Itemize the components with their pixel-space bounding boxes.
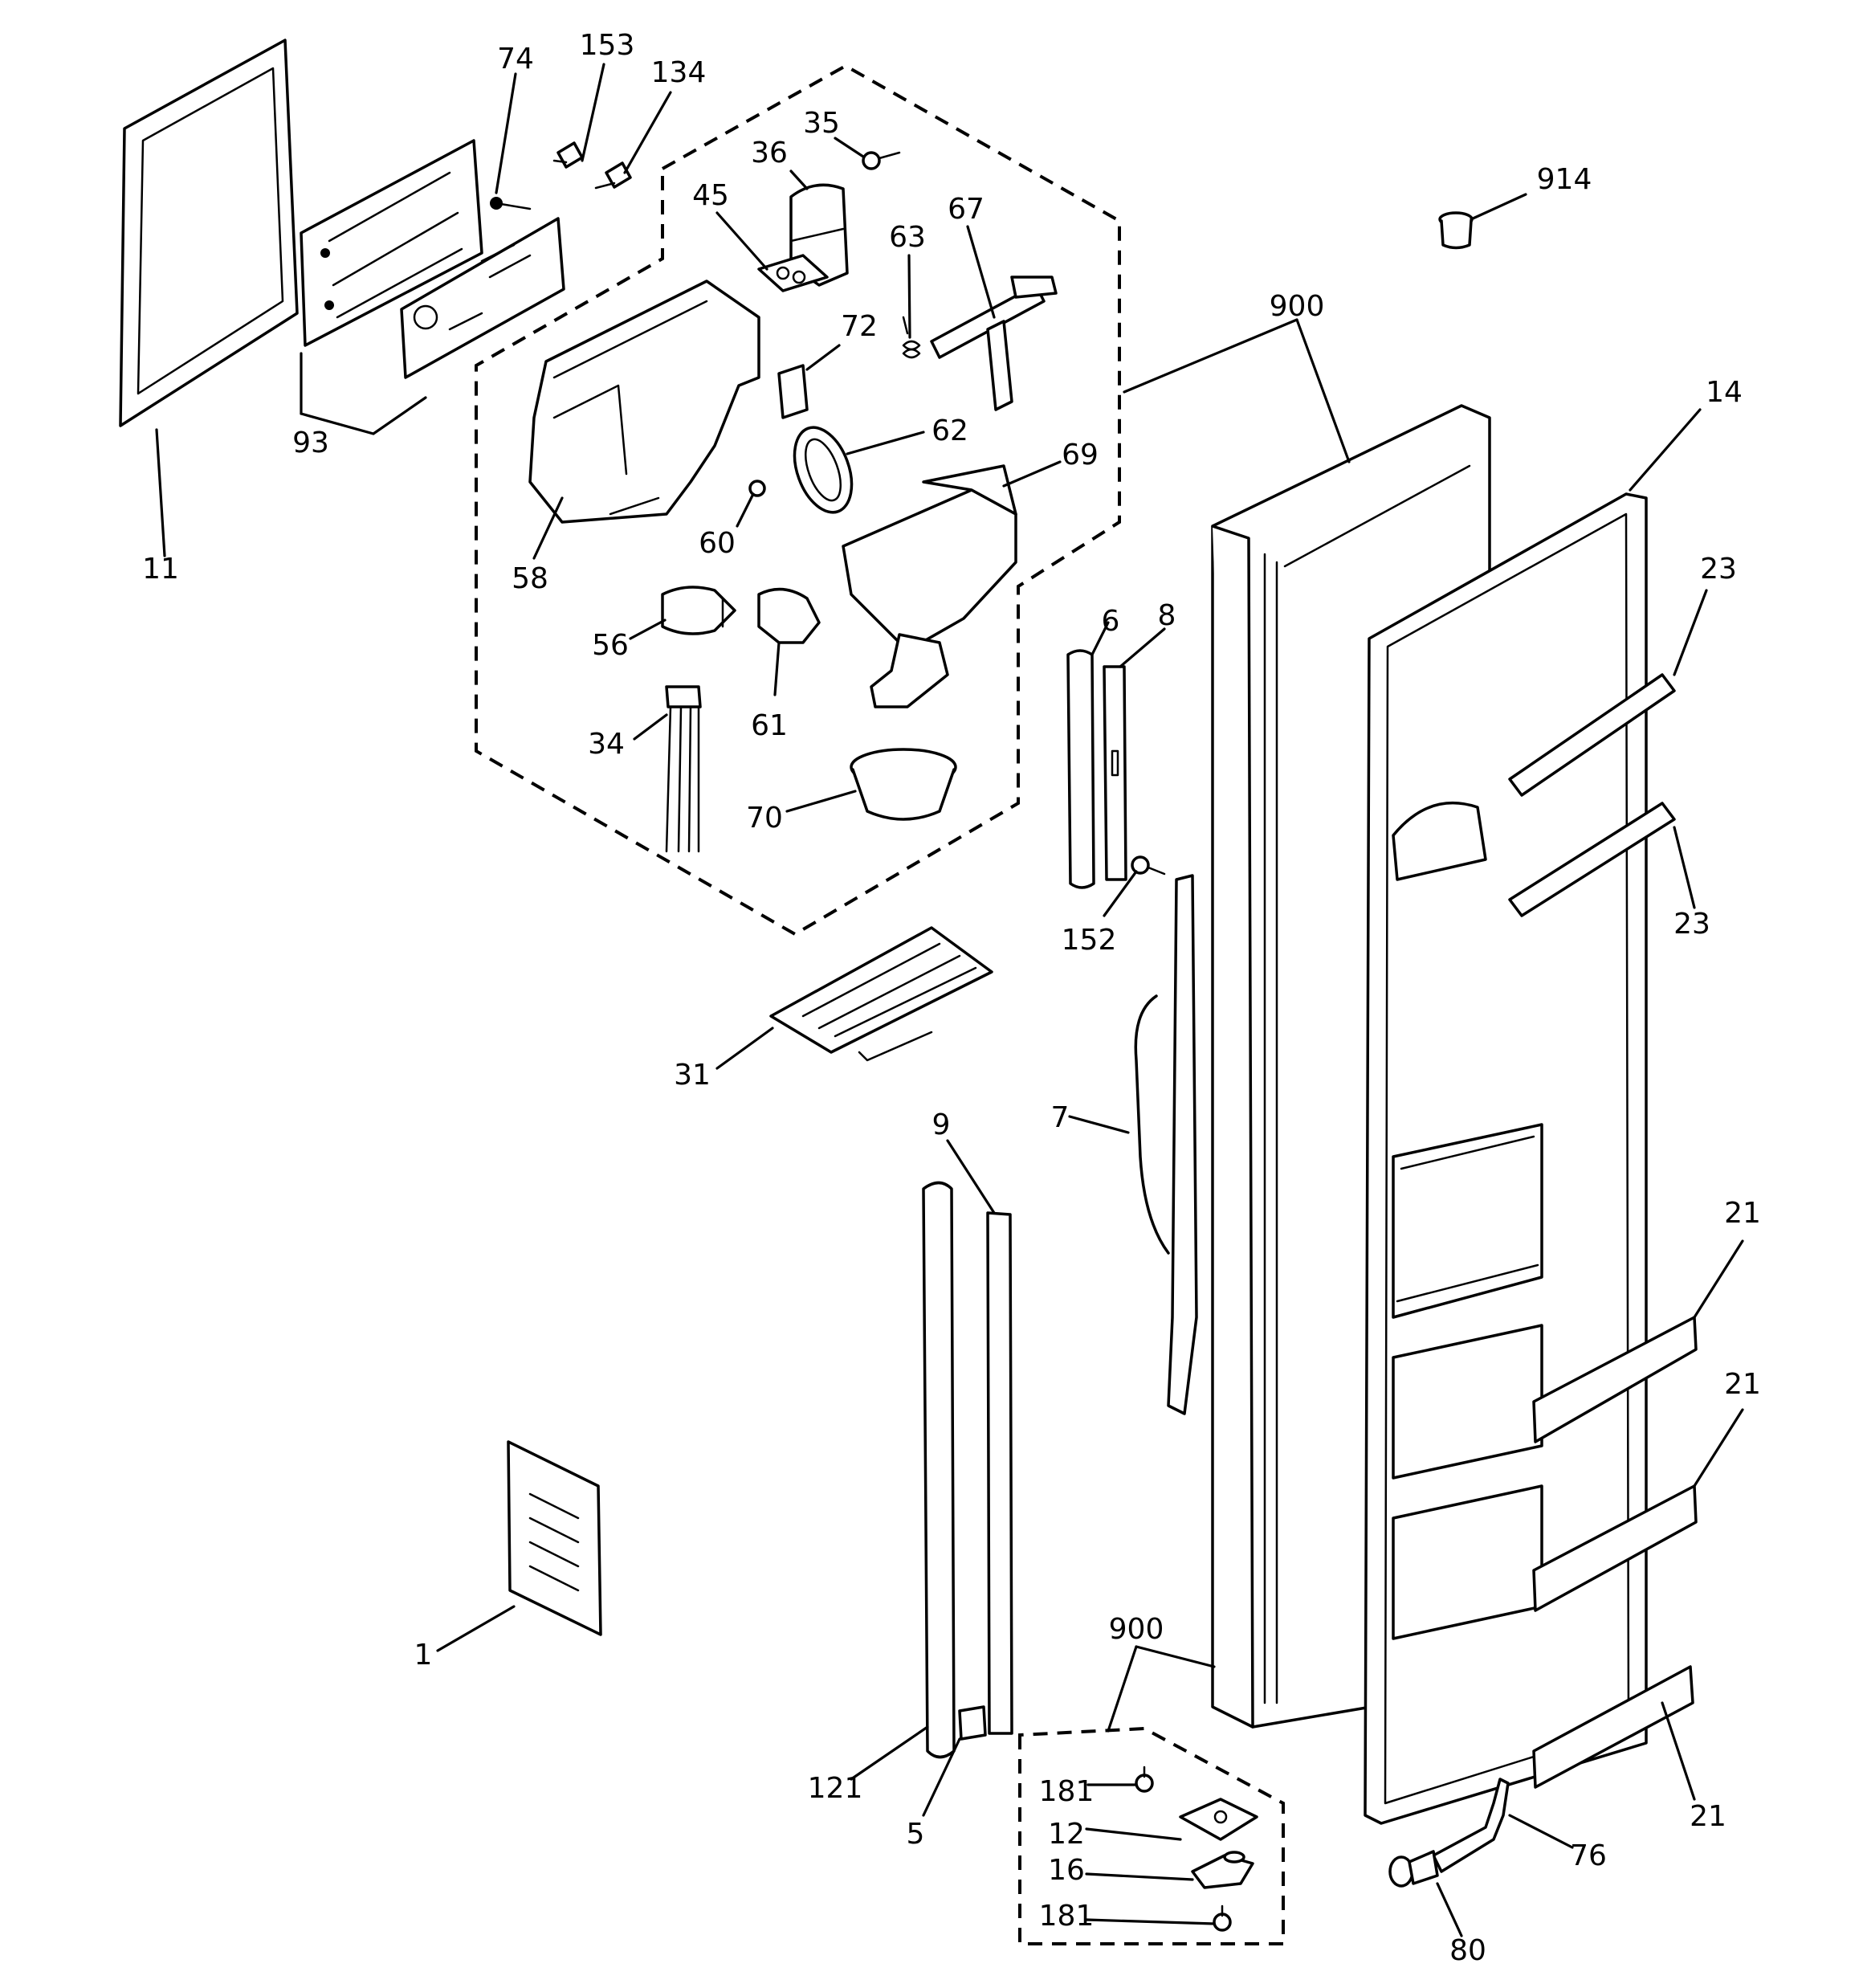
part-153-screw: [552, 141, 584, 169]
part-12-hinge-plate: [1179, 1798, 1258, 1841]
callout-69: 69: [1062, 439, 1099, 471]
callout-80: 80: [1449, 1934, 1486, 1967]
callout-23-upper: 23: [1700, 553, 1737, 586]
part-34-wire-harness: [665, 685, 702, 853]
callout-181-lower: 181: [1039, 1900, 1095, 1933]
part-914-cap: [1438, 211, 1474, 250]
part-76-hose: [1432, 1778, 1510, 1873]
callout-31: 31: [674, 1059, 711, 1092]
part-152-screw: [1131, 855, 1166, 876]
callout-36: 36: [751, 137, 788, 169]
part-6-trim-strip: [1066, 649, 1095, 889]
part-5-clip: [958, 1705, 987, 1741]
part-21-shelf-bar-1: [1532, 1316, 1698, 1443]
callout-93: 93: [292, 427, 329, 459]
callout-labels: 153 134 74 35 36 45 67 63 914 72 900 93 …: [142, 29, 1761, 1967]
callout-8: 8: [1158, 599, 1176, 632]
callout-23-lower: 23: [1673, 908, 1710, 941]
part-45-bracket: [757, 254, 829, 292]
callout-5: 5: [907, 1818, 925, 1851]
part-72-switch: [777, 364, 809, 419]
leader-lines: [155, 63, 1744, 1937]
part-11-trim-frame: [119, 39, 299, 427]
callout-21-second: 21: [1724, 1368, 1761, 1401]
part-181-screw-upper: [1135, 1766, 1154, 1793]
callout-900-top: 900: [1270, 290, 1325, 323]
callout-12: 12: [1048, 1818, 1085, 1851]
callout-63: 63: [889, 221, 926, 254]
dispenser-assembly-boundary: [475, 63, 1121, 937]
callout-72: 72: [841, 310, 878, 343]
part-67-lever: [930, 276, 1058, 411]
callout-45: 45: [692, 179, 729, 212]
callout-61: 61: [751, 709, 788, 742]
callout-56: 56: [592, 629, 629, 662]
part-8-trim-strip: [1103, 665, 1127, 881]
callout-152: 152: [1062, 924, 1117, 957]
callout-58: 58: [512, 562, 548, 595]
callout-74: 74: [497, 43, 534, 76]
callout-6: 6: [1102, 605, 1120, 638]
callout-11: 11: [142, 553, 179, 586]
callout-7: 7: [1051, 1101, 1070, 1134]
part-69-crusher-housing: [842, 464, 1017, 708]
hinge-kit-boundary: [1018, 1726, 1285, 1945]
callout-181-upper: 181: [1039, 1775, 1095, 1808]
callout-21-third: 21: [1690, 1800, 1726, 1833]
part-121-trim-strip: [922, 1181, 956, 1759]
part-23-shelf-bar-upper: [1508, 673, 1676, 797]
callout-914: 914: [1537, 163, 1592, 196]
callout-1: 1: [414, 1639, 433, 1672]
callout-153: 153: [580, 29, 635, 62]
part-70-cup: [850, 748, 957, 821]
part-134-screw: [594, 161, 632, 190]
callout-9: 9: [932, 1108, 951, 1141]
part-31-drip-tray: [769, 926, 993, 1062]
part-1-manual: [507, 1440, 602, 1636]
callout-70: 70: [746, 802, 783, 835]
callout-76: 76: [1570, 1839, 1607, 1872]
callout-16: 16: [1048, 1854, 1085, 1887]
part-63-spring: [902, 316, 921, 359]
part-16-hinge-bushing: [1191, 1851, 1254, 1889]
part-23-shelf-bar-lower: [1508, 802, 1676, 917]
part-93-control-panel: [300, 139, 565, 379]
part-21-shelf-bar-3: [1532, 1665, 1694, 1789]
part-61-cutter: [757, 587, 821, 644]
part-60-screw: [748, 480, 766, 497]
part-80-fitting: [1388, 1850, 1439, 1888]
callout-134: 134: [651, 56, 707, 89]
callout-14: 14: [1706, 376, 1743, 409]
part-62-ring: [793, 426, 854, 514]
callout-62: 62: [932, 414, 968, 447]
callout-35: 35: [803, 107, 840, 140]
callout-121: 121: [808, 1772, 863, 1805]
part-74-connector: [490, 197, 532, 210]
part-9-trim-strip: [986, 1211, 1013, 1735]
callout-67: 67: [948, 193, 984, 226]
part-35-screw: [862, 151, 901, 170]
callout-900-bottom: 900: [1109, 1613, 1164, 1646]
part-7-handle: [1134, 874, 1198, 1415]
part-14-door-liner: [1364, 492, 1648, 1825]
callout-34: 34: [588, 728, 625, 761]
part-58-housing: [528, 280, 760, 524]
part-21-shelf-bar-2: [1532, 1484, 1698, 1612]
callout-60: 60: [699, 527, 736, 560]
part-181-screw-lower: [1213, 1904, 1232, 1932]
part-56-bearing: [661, 586, 736, 635]
callout-21-first: 21: [1724, 1197, 1761, 1230]
